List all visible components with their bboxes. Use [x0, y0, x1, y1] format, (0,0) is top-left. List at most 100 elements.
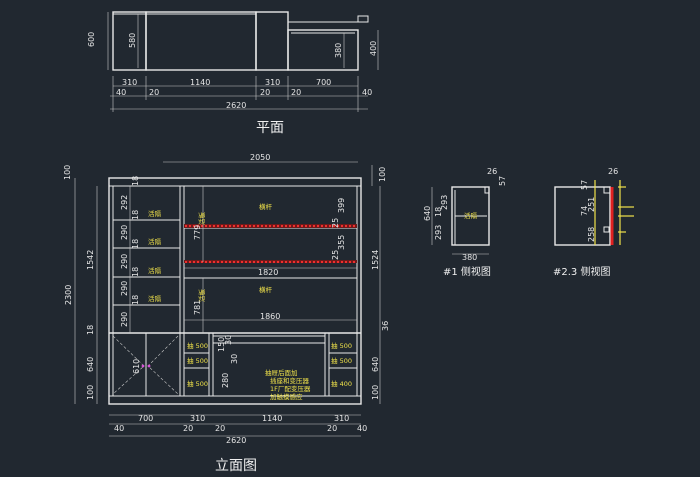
mid-dim-30: 30: [224, 335, 233, 345]
side2-dim-74: 74: [580, 206, 589, 216]
side1-dim-380: 380: [462, 253, 477, 262]
elev-dim-2300: 2300: [64, 285, 73, 305]
side2-outline: [554, 186, 611, 246]
shelf-label-4: 活隔: [148, 294, 162, 303]
plan-dim-20-a: 20: [149, 88, 159, 97]
side2-dim-251: 251: [587, 197, 596, 212]
led-strip-upper: [184, 224, 357, 228]
col-dim-290c: 290: [120, 281, 129, 296]
side1-dim-640: 640: [423, 206, 432, 221]
note-line-1: 抽屉后面加: [265, 368, 298, 377]
plan-dim-600: 600: [87, 32, 96, 47]
elev-dim-310-a: 310: [190, 414, 205, 423]
mid-dim-1820: 1820: [258, 268, 278, 277]
mid-dim-355: 355: [337, 235, 346, 250]
col-dim-292: 292: [120, 195, 129, 210]
side1-dim-18: 18: [434, 207, 443, 217]
elev-dim-700: 700: [138, 414, 153, 423]
elevation-view: 2050 100 100 2300 1542 18 640 100 1524 3…: [63, 153, 390, 474]
board-label-2: 活板: [197, 289, 206, 303]
elev-dim-100-bottom-right: 100: [371, 385, 380, 400]
mid-dim-25b: 25: [331, 250, 340, 260]
mid-dim-280: 280: [221, 373, 230, 388]
note-line-4: 加触摸感应: [270, 392, 303, 401]
elev-dim-640: 640: [86, 357, 95, 372]
col-dim-290b: 290: [120, 254, 129, 269]
side-view-2-3: 26 57 251 74 258 #2.3 侧视图: [553, 167, 634, 278]
drawer-label-6: 抽 400: [331, 379, 352, 388]
elev-dim-36: 36: [381, 321, 390, 331]
shelf-label-3: 活隔: [148, 266, 162, 275]
elevation-title: 立面图: [215, 458, 257, 474]
mid-dim-30b: 30: [230, 354, 239, 364]
plan-cabinet-right: [255, 11, 289, 71]
elev-dim-18: 18: [86, 325, 95, 335]
elev-dim-310-b: 310: [334, 414, 349, 423]
elev-dim-20-c: 20: [327, 424, 337, 433]
elev-dim-1542: 1542: [86, 250, 95, 270]
led-strip-lower: [184, 260, 357, 263]
drawer-label-2: 抽 500: [187, 356, 208, 365]
elev-dim-40-b: 40: [357, 424, 367, 433]
side1-dim-57: 57: [498, 176, 507, 186]
side2-title: #2.3 侧视图: [553, 265, 610, 278]
side2-dim-26: 26: [608, 167, 618, 176]
col-dim-610: 610: [132, 359, 141, 374]
elev-dim-100-top-right: 100: [378, 167, 387, 182]
elev-dim-100-bottom-left: 100: [86, 385, 95, 400]
mid-dim-150: 150: [217, 337, 226, 352]
elevation-frame: [108, 177, 362, 405]
drawer-label-5: 抽 500: [331, 356, 352, 365]
col-dim-18c: 18: [131, 239, 140, 249]
mid-dim-779: 779: [193, 225, 202, 240]
col-dim-18a: 18: [131, 176, 140, 186]
side1-dim-26: 26: [487, 167, 497, 176]
plan-dim-20-b: 20: [260, 88, 270, 97]
side1-dim-293b: 293: [434, 225, 443, 240]
plan-dim-1140: 1140: [190, 78, 210, 87]
plan-dim-40-left: 40: [116, 88, 126, 97]
elev-dim-20-b: 20: [215, 424, 225, 433]
drawer-label-1: 抽 500: [187, 341, 208, 350]
col-dim-290a: 290: [120, 225, 129, 240]
shelf-label-1: 活隔: [148, 209, 162, 218]
plan-dim-40-right: 40: [362, 88, 372, 97]
col-dim-18d: 18: [131, 267, 140, 277]
elev-dim-1524: 1524: [371, 250, 380, 270]
plan-dim-20-c: 20: [291, 88, 301, 97]
side2-dim-258: 258: [587, 227, 596, 242]
plan-dim-380: 380: [334, 43, 343, 58]
plan-dim-580: 580: [128, 33, 137, 48]
plan-dim-2620: 2620: [226, 101, 246, 110]
plan-dim-310-right: 310: [265, 78, 280, 87]
col-dim-18e: 18: [131, 295, 140, 305]
elev-dim-2620: 2620: [226, 436, 246, 445]
mid-dim-25a: 25: [331, 218, 340, 228]
plan-title: 平面: [256, 120, 284, 136]
shelf-label-2: 活隔: [148, 237, 162, 246]
col-dim-290d: 290: [120, 312, 129, 327]
elev-dim-2050: 2050: [250, 153, 270, 162]
note-line-3: 1F厂配变压器: [270, 384, 311, 393]
side2-dim-57: 57: [580, 180, 589, 190]
elev-dim-40-a: 40: [114, 424, 124, 433]
side-view-1: 640 18 293 293 26 57 380 活隔 #1 侧视图: [423, 167, 507, 278]
drawer-label-3: 抽 500: [187, 379, 208, 388]
side1-title: #1 侧视图: [443, 265, 491, 278]
plan-dim-310-left: 310: [122, 78, 137, 87]
elev-dim-100-top-left: 100: [63, 165, 72, 180]
col-dim-18b: 18: [131, 210, 140, 220]
side1-dim-293a: 293: [440, 195, 449, 210]
board-label-1: 活板: [197, 212, 206, 226]
plan-cabinet-low: [287, 29, 359, 71]
plan-view: 600 580 380 400 310 1140 310 700 40 20 2…: [87, 11, 379, 136]
rod-label-1: 横杆: [259, 202, 273, 211]
elev-dim-20-a: 20: [183, 424, 193, 433]
rod-label-2: 横杆: [259, 285, 273, 294]
plan-dim-700: 700: [316, 78, 331, 87]
drawer-label-4: 抽 500: [331, 341, 352, 350]
elev-dim-640-right: 640: [371, 357, 380, 372]
plan-cabinet-middle: [145, 11, 257, 71]
mid-dim-399: 399: [337, 198, 346, 213]
